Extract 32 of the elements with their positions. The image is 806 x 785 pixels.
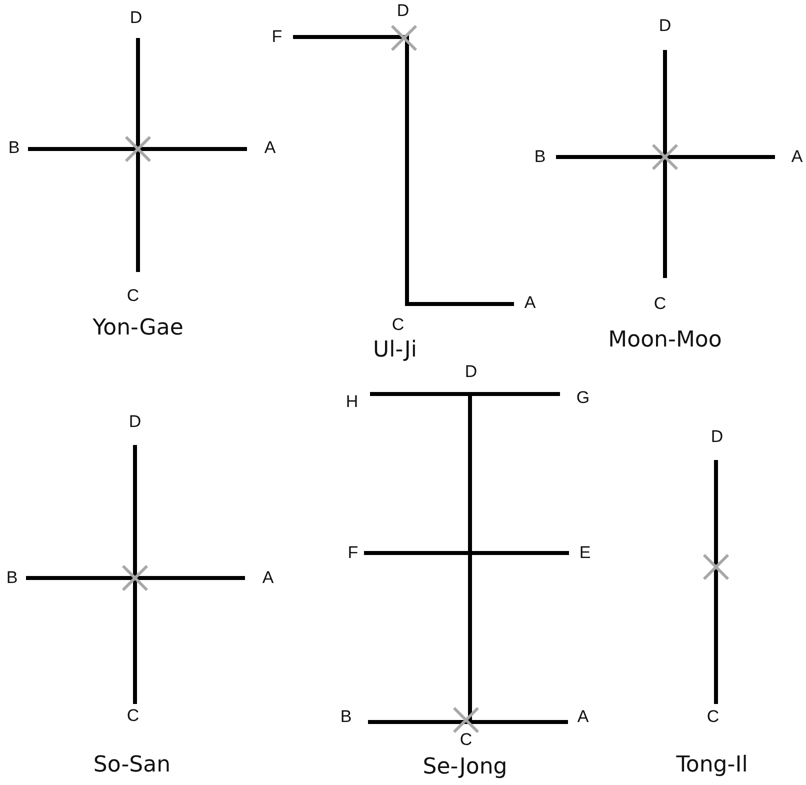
direction-letter: C xyxy=(126,286,140,306)
direction-letter: F xyxy=(348,543,358,563)
direction-letter: F xyxy=(272,27,282,47)
direction-letter: C xyxy=(126,706,140,726)
direction-letter: G xyxy=(576,388,590,408)
direction-letter: A xyxy=(791,147,803,167)
direction-letter: A xyxy=(264,138,276,158)
direction-letter: D xyxy=(396,1,410,21)
pattern-name: Tong-Il xyxy=(676,752,748,778)
direction-letter: A xyxy=(577,707,589,727)
direction-letter: A xyxy=(262,568,274,588)
pattern-name: Moon-Moo xyxy=(608,328,722,352)
direction-letter: D xyxy=(464,362,478,382)
direction-letter: D xyxy=(710,427,724,447)
direction-letter: C xyxy=(706,707,720,727)
direction-letter: B xyxy=(340,707,352,727)
direction-letter: C xyxy=(654,294,666,314)
direction-letter: H xyxy=(346,392,358,412)
direction-letter: D xyxy=(128,412,142,432)
direction-letter: C xyxy=(392,315,404,335)
direction-letter: B xyxy=(8,138,20,158)
direction-letter: B xyxy=(6,568,18,588)
pattern-name: Ul-Ji xyxy=(373,338,417,362)
pattern-name: So-San xyxy=(93,752,171,778)
direction-letter: B xyxy=(534,147,546,167)
pattern-name: Yon-Gae xyxy=(92,316,184,340)
direction-letter: A xyxy=(524,293,536,313)
direction-letter: E xyxy=(579,543,591,563)
direction-letter: C xyxy=(460,730,472,750)
direction-letter: D xyxy=(658,16,672,36)
pattern-name: Se-Jong xyxy=(422,754,508,780)
direction-letter: D xyxy=(130,8,142,28)
